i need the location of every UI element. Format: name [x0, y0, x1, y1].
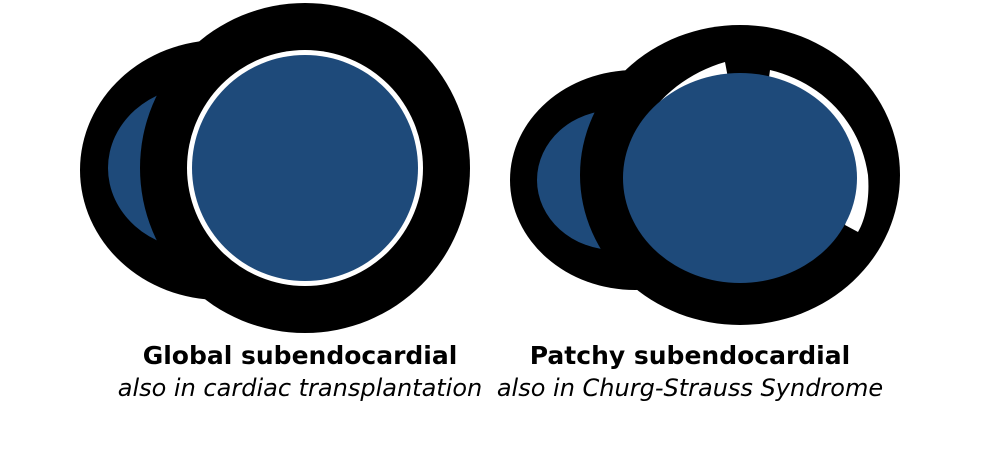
panel-subtitle: also in cardiac transplantation	[117, 374, 483, 402]
caption-patchy: Patchy subendocardial also in Churg-Stra…	[455, 340, 925, 404]
panel-global-subendocardial	[80, 3, 470, 333]
panel-title: Global subendocardial	[142, 341, 458, 370]
left-lv-cavity	[192, 55, 418, 281]
caption-global: Global subendocardial also in cardiac tr…	[40, 340, 560, 404]
panel-patchy-subendocardial	[510, 25, 900, 325]
right-lv-cavity	[623, 73, 857, 283]
panel-subtitle: also in Churg-Strauss Syndrome	[496, 374, 884, 402]
panel-title: Patchy subendocardial	[529, 341, 851, 370]
